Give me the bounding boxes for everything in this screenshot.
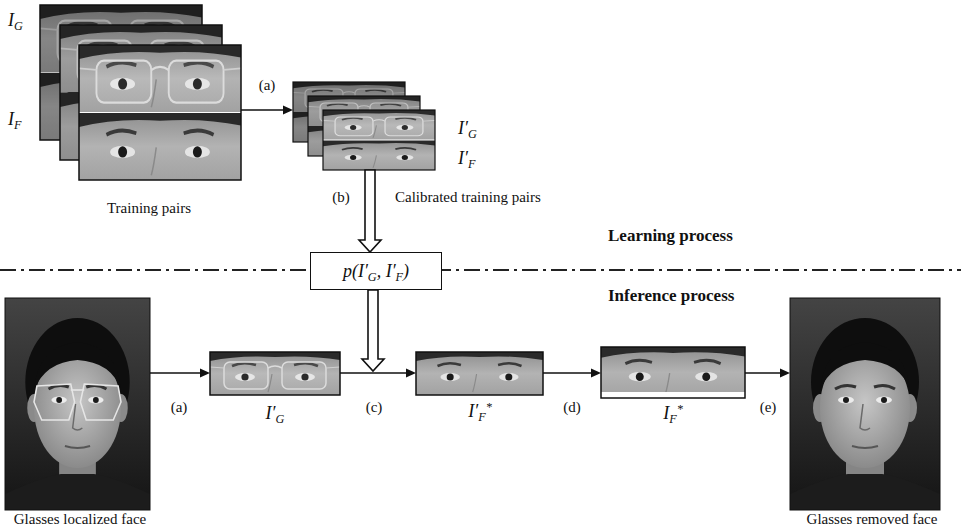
formula-text: p(I′G, I′F) <box>343 260 409 283</box>
caption: Glasses removed face <box>807 510 938 529</box>
warped-strip: IF* <box>601 347 745 398</box>
step-label: (e) <box>758 398 779 416</box>
glasses-strip: I′G <box>210 352 340 395</box>
glasses-removed-face-image <box>790 298 940 510</box>
hollow-arrow-shape <box>362 290 384 371</box>
calibrated-pair-front <box>323 110 435 170</box>
arrow-shaft <box>745 372 780 374</box>
estimated-strip: I′F* <box>416 352 543 395</box>
training-pairs-stack: IGIFTraining pairs <box>40 5 241 180</box>
flow-arrow <box>543 369 601 378</box>
flow-arrow <box>745 369 790 378</box>
arrow-shaft <box>241 109 283 111</box>
math-label: IF* <box>663 402 683 425</box>
calibrated-pair-middle <box>308 96 420 156</box>
step-label: (c) <box>364 398 385 416</box>
math-label: IF <box>8 108 21 131</box>
math-label: I′F <box>458 147 475 170</box>
flow-arrow <box>340 369 416 378</box>
arrow-shaft <box>150 372 200 374</box>
hollow-arrow <box>359 170 381 252</box>
step-label: (b) <box>330 188 352 206</box>
calibrated-pair-back <box>293 82 405 142</box>
arrow-head <box>200 369 210 378</box>
hollow-arrow <box>362 290 384 371</box>
caption: Glasses localized face <box>14 510 146 529</box>
glasses-face-image <box>5 298 150 510</box>
arrow-shaft <box>543 372 591 374</box>
step-label: (a) <box>257 76 278 94</box>
glasses-strip-image <box>210 352 340 395</box>
arrow-head <box>406 369 416 378</box>
section-heading: Learning process <box>608 226 733 246</box>
caption: Training pairs <box>107 199 191 218</box>
arrow-shaft <box>340 372 406 374</box>
input-face: Glasses localized face <box>5 298 150 510</box>
math-label: I′G <box>266 402 285 425</box>
math-label: I′G <box>458 117 477 140</box>
flow-arrow <box>150 369 210 378</box>
section-heading: Inference process <box>608 286 734 306</box>
math-label: I′F* <box>468 400 492 423</box>
arrow-head <box>283 106 293 115</box>
math-label: IG <box>8 9 23 32</box>
estimated-strip-image <box>416 352 543 395</box>
arrow-head <box>780 369 790 378</box>
step-label: (d) <box>561 398 583 416</box>
caption: Calibrated training pairs <box>395 188 541 207</box>
training-pair-middle <box>60 25 222 160</box>
warped-strip-image <box>601 347 745 398</box>
process-divider <box>0 269 961 271</box>
hollow-arrow-shape <box>359 170 381 252</box>
training-pair-front <box>79 45 241 180</box>
output-face: Glasses removed face <box>790 298 940 510</box>
model-box: p(I′G, I′F) <box>310 252 442 290</box>
flow-arrow <box>241 106 293 115</box>
calibrated-pairs-stack: I′GI′FCalibrated training pairs <box>293 82 435 170</box>
step-label: (a) <box>169 398 190 416</box>
arrow-head <box>591 369 601 378</box>
training-pair-back <box>40 5 202 140</box>
